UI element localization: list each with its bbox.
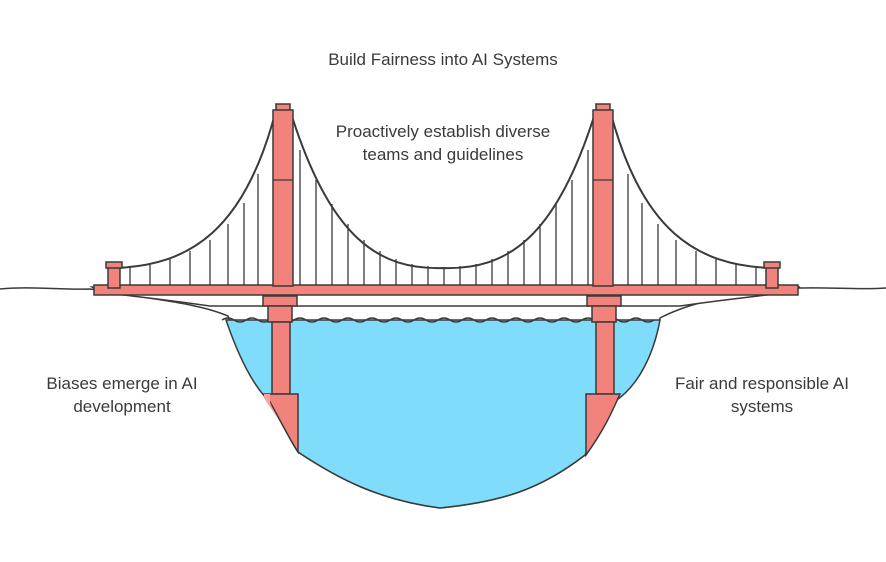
diagram-title: Build Fairness into AI Systems xyxy=(328,50,558,69)
right-side-label: Fair and responsible AI systems xyxy=(675,374,849,416)
right-anchor-post xyxy=(763,261,781,289)
left-anchor-post xyxy=(105,261,123,289)
left-side-label: Biases emerge in AI development xyxy=(46,374,198,416)
left-tower xyxy=(262,103,299,455)
bridge-deck xyxy=(89,284,801,307)
suspension-cables xyxy=(113,109,773,270)
bridge-label: Proactively establish diverse teams and … xyxy=(335,122,551,164)
water-surface xyxy=(221,317,655,323)
right-tower xyxy=(585,103,622,458)
bridge-hangers xyxy=(129,150,757,287)
